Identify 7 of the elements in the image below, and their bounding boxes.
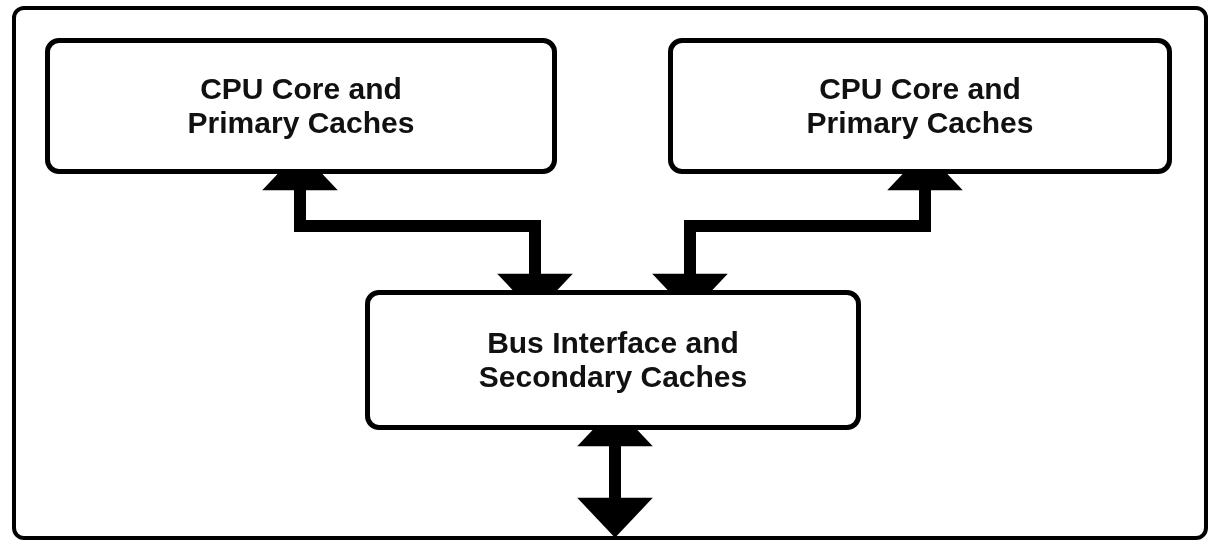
- enclosure-frame: [12, 6, 1208, 540]
- box-label: CPU Core and Primary Caches: [186, 71, 416, 141]
- component-box: [45, 38, 557, 174]
- box-label: Bus Interface and Secondary Caches: [477, 325, 749, 395]
- component-box: [365, 290, 861, 430]
- box-label: CPU Core and Primary Caches: [805, 71, 1035, 141]
- component-box: [668, 38, 1172, 174]
